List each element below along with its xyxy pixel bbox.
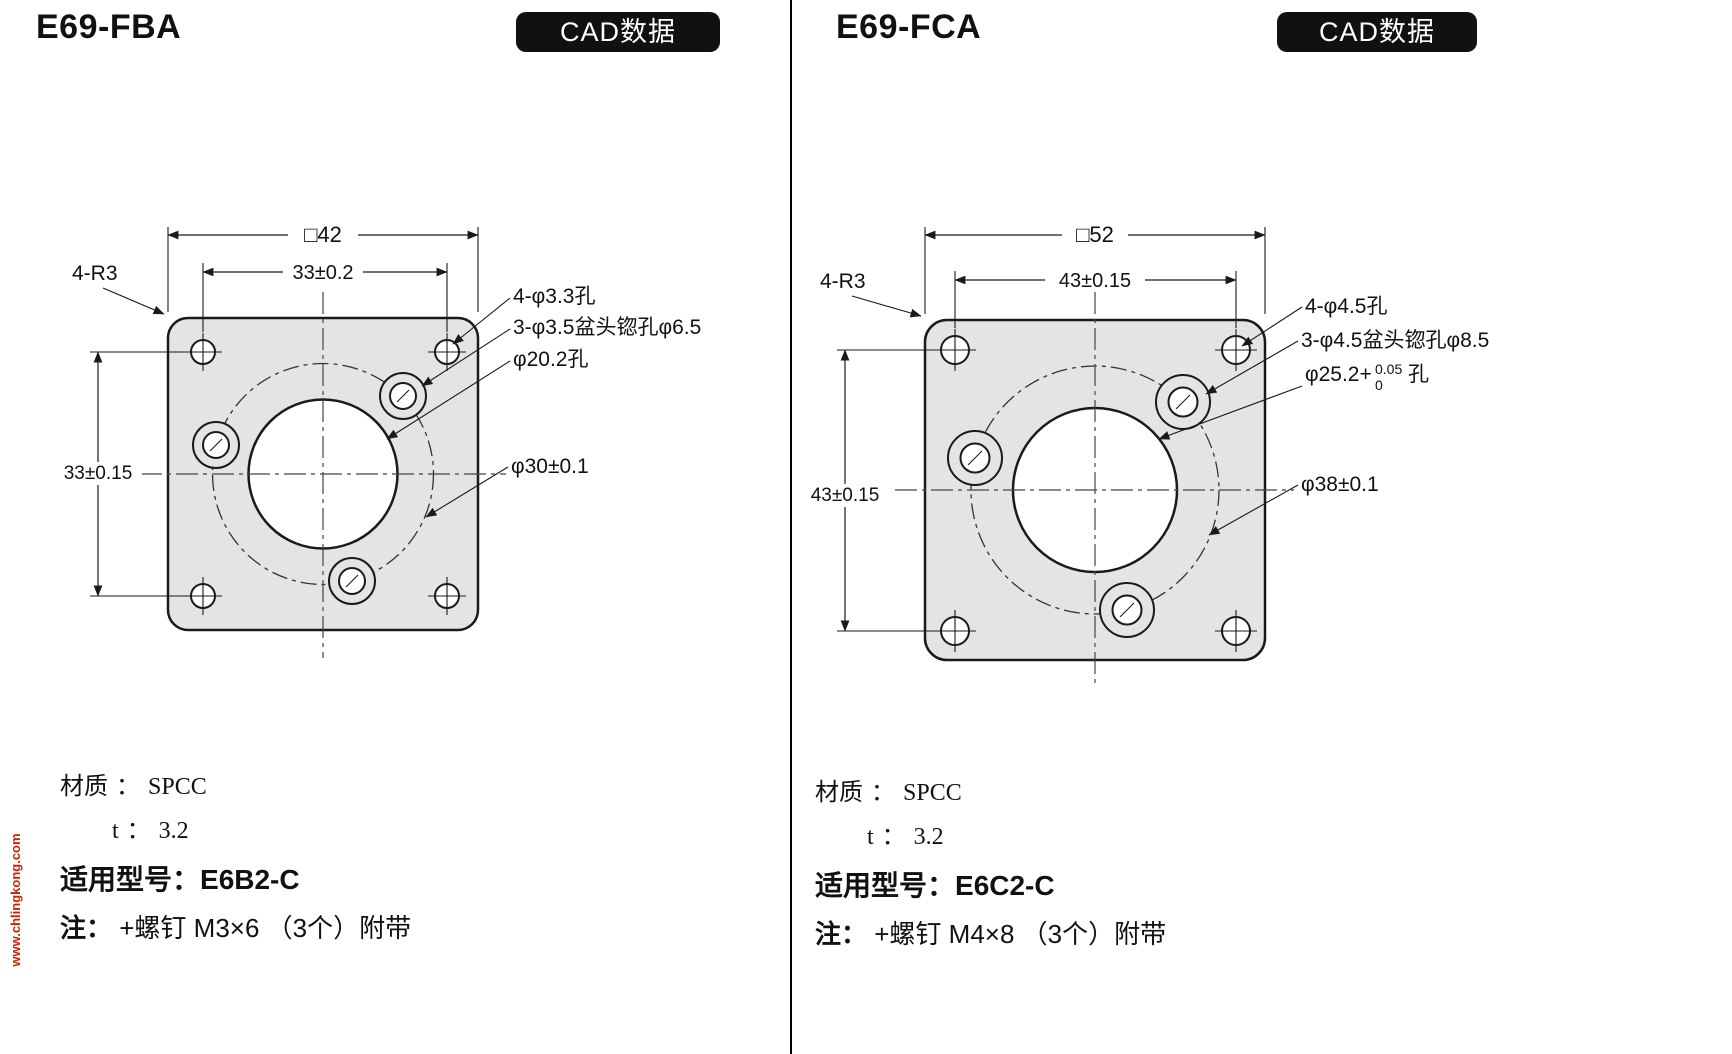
specs-block: 材质 ： SPCC t ： 3.2 适用型号：E6C2-C 注： +螺钉 M4×8 （3… [815,772,1655,951]
centerlines [140,292,506,658]
cad-data-badge[interactable]: CAD数据 [516,12,720,52]
note-line: 注： +螺钉 M3×6 （3个）附带 [60,908,700,945]
feature-callouts: 4-φ3.3孔 3-φ3.5盆头锪孔φ6.5 φ20.2孔 φ30±0.1 [386,285,701,518]
thickness-line: t ： 3.2 [60,810,700,845]
panel-e69-fba: E69-FBA CAD数据 [0,0,790,1054]
dimension-hole-pitch-top: 33±0.2 [202,260,448,284]
page-title: E69-FBA [36,8,182,46]
corner-radius-label: 4-R3 [820,270,866,293]
watermark: www.chlingkong.com [8,833,23,967]
feature-callouts: 4-φ4.5孔 3-φ4.5盆头锪孔φ8.5 φ25.2+ 0.05 0 孔 φ… [1158,295,1489,536]
material-line: 材质 ： SPCC [60,766,700,801]
thickness-label: t [112,818,119,844]
dim-hole-pitch-left-label: 43±0.15 [811,485,880,506]
material-separator: ： [871,779,895,806]
model-label: 适用型号： [60,864,201,895]
callout-bolt-circle: φ30±0.1 [511,455,589,478]
material-value: SPCC [903,780,962,806]
cad-data-badge[interactable]: CAD数据 [1277,12,1477,52]
callout-center-hole-tol-lower: 0 [1375,377,1383,393]
thickness-value: 3.2 [158,818,189,844]
model-value: E6C2-C [955,870,1055,901]
callout-center-hole-prefix: φ25.2+ [1305,363,1372,386]
thickness-label: t [867,824,874,850]
dim-hole-pitch-left-label: 33±0.15 [64,463,133,484]
thickness-separator: ： [126,818,151,844]
callout-center-hole: φ20.2孔 [513,348,589,371]
dimension-outer-square: □42 [167,222,479,247]
dim-hole-pitch-top-label: 33±0.2 [292,262,353,284]
dimension-hole-pitch-left: 43±0.15 [800,349,890,632]
panel-e69-fca: E69-FCA CAD数据 [792,0,1732,1054]
material-label: 材质 [60,773,108,800]
note-text: +螺钉 M3×6 （3个）附带 [119,913,412,943]
callout-counterbore-holes: 3-φ4.5盆头锪孔φ8.5 [1301,329,1489,352]
model-line: 适用型号：E6B2-C [60,858,700,898]
centerlines [895,292,1294,688]
dim-hole-pitch-top-label: 43±0.15 [1059,270,1131,292]
dimension-outer-square: □52 [924,222,1266,247]
dim-outer-square-label: □52 [1076,222,1114,247]
corner-radius-label: 4-R3 [72,262,118,285]
callout-corner-holes: 4-φ4.5孔 [1305,295,1387,318]
page-title: E69-FCA [836,8,982,46]
model-line: 适用型号：E6C2-C [815,864,1655,904]
dim-outer-square-label: □42 [304,222,342,247]
thickness-line: t ： 3.2 [815,816,1655,851]
model-label: 适用型号： [815,870,956,901]
note-label: 注： [815,919,868,949]
callout-counterbore-holes: 3-φ3.5盆头锪孔φ6.5 [513,316,701,339]
corner-radius-callout: 4-R3 [72,262,165,315]
note-line: 注： +螺钉 M4×8 （3个）附带 [815,914,1655,951]
callout-center-hole-tol-upper: 0.05 [1375,361,1402,377]
thickness-separator: ： [881,824,906,850]
callout-corner-holes: 4-φ3.3孔 [513,285,595,308]
counterbore-holes [192,372,427,605]
flange-drawing-e69-fba: □42 33±0.2 33±0.15 4-R3 4-φ3.3孔 [54,222,701,658]
callout-center-hole: φ25.2+ 0.05 0 孔 [1158,361,1429,440]
material-label: 材质 [815,779,863,806]
counterbore-holes [947,374,1211,638]
specs-block: 材质 ： SPCC t ： 3.2 适用型号：E6B2-C 注： +螺钉 M3×6 （3… [60,766,700,945]
material-separator: ： [116,773,140,800]
panel-divider [790,0,792,1054]
dimension-hole-pitch-top: 43±0.15 [954,268,1237,292]
flange-drawing-e69-fca: □52 43±0.15 43±0.15 4-R3 4-φ4.5孔 3-φ4.5盆… [800,222,1489,688]
material-line: 材质 ： SPCC [815,772,1655,807]
note-text: +螺钉 M4×8 （3个）附带 [874,919,1167,949]
callout-center-hole-suffix: 孔 [1408,363,1429,386]
thickness-value: 3.2 [913,824,944,850]
callout-bolt-circle: φ38±0.1 [1301,473,1379,496]
dimension-hole-pitch-left: 33±0.15 [54,351,142,597]
model-value: E6B2-C [200,864,300,895]
corner-holes [184,333,466,615]
corner-radius-callout: 4-R3 [820,270,922,318]
material-value: SPCC [148,774,207,800]
note-label: 注： [60,913,113,943]
